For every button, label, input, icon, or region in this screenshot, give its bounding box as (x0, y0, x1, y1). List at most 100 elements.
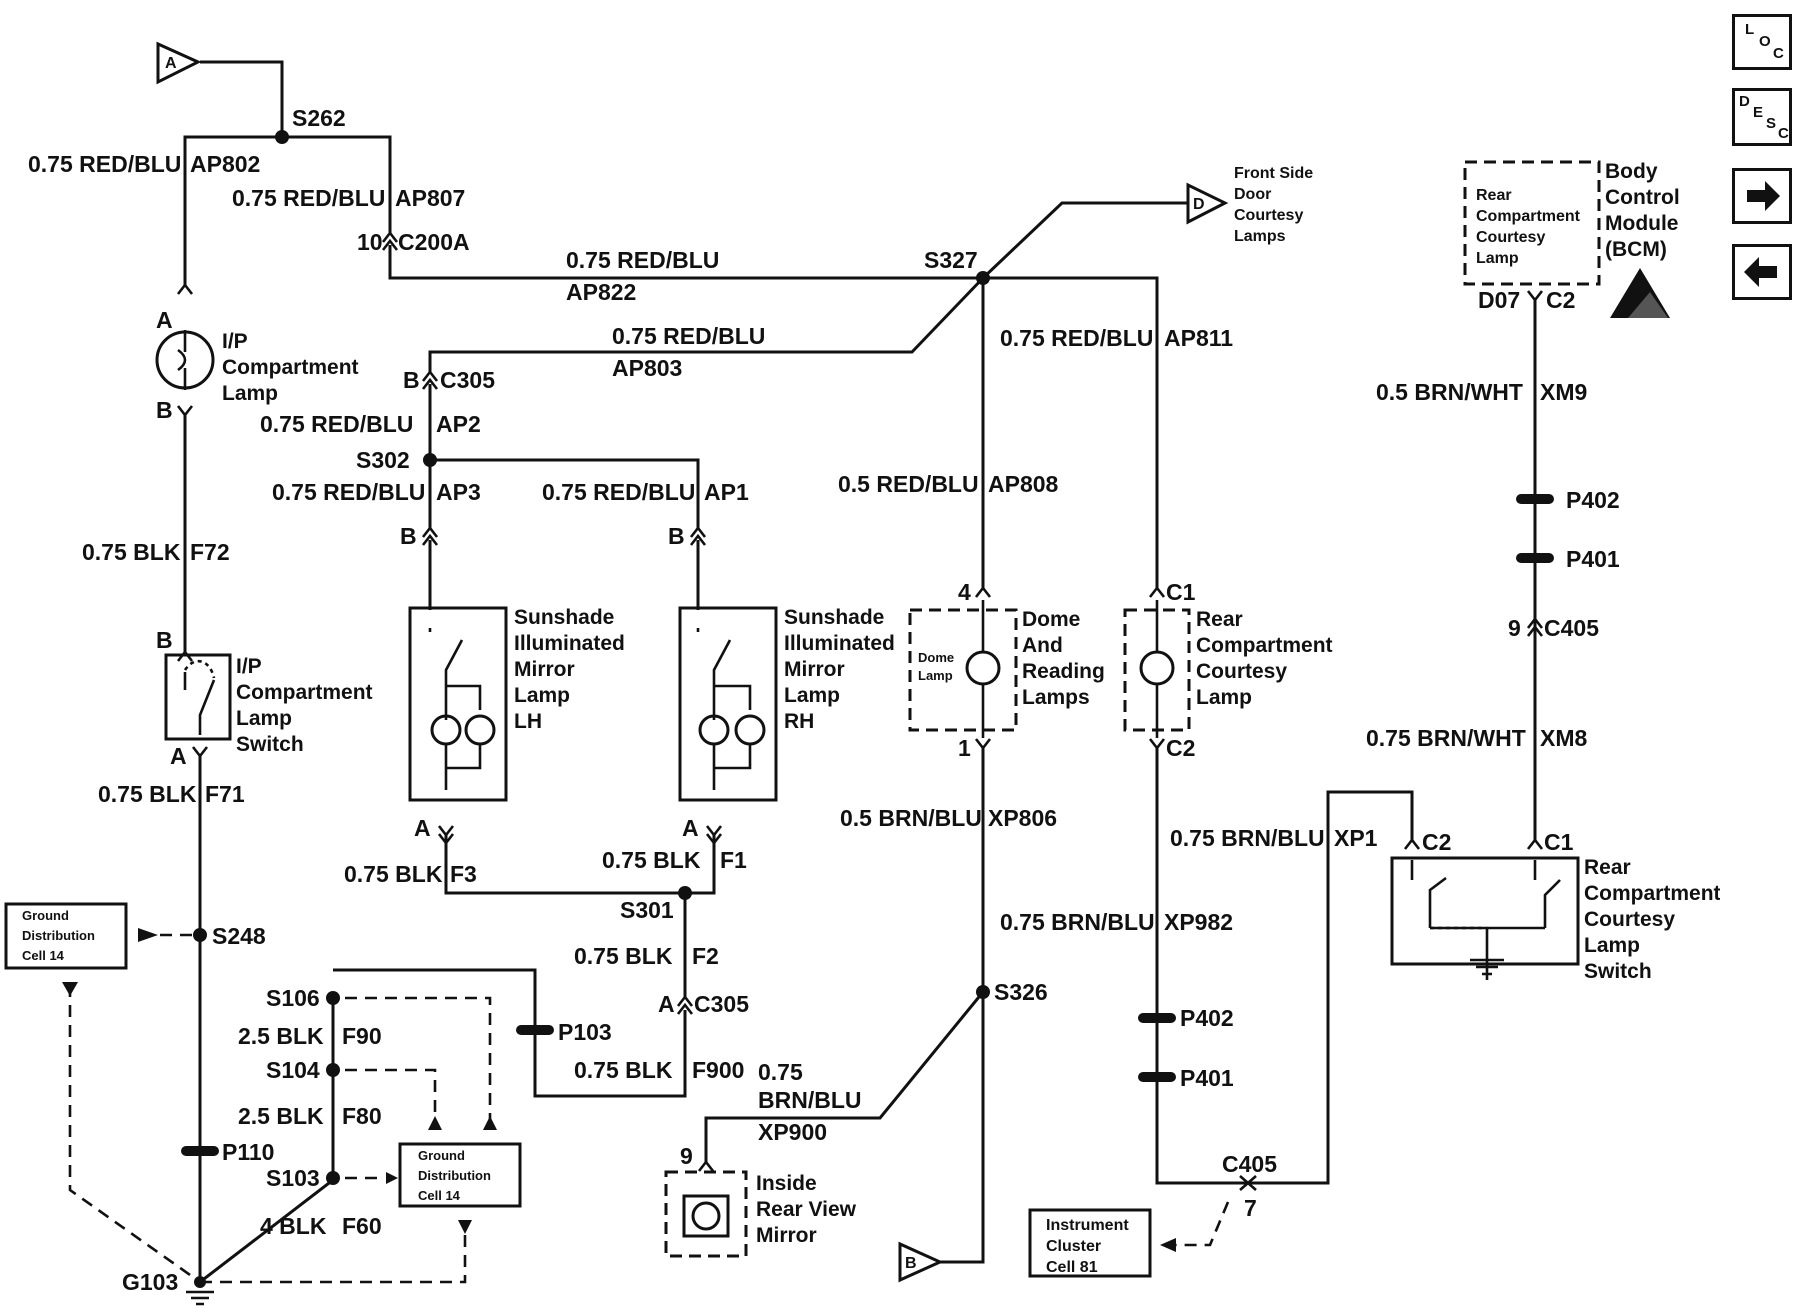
wire-ap1-gauge: 0.75 RED/BLU (542, 479, 695, 505)
splice-dot-s104 (326, 1063, 340, 1077)
rh-pin-a: A (682, 815, 699, 841)
wire-xm9-gauge: 0.5 BRN/WHT (1376, 379, 1523, 405)
ground-dist-2-label-2: Distribution (418, 1168, 491, 1183)
esd-warning-icon (1610, 268, 1670, 318)
splice-dot-s327 (976, 271, 990, 285)
c405-9-pin: 9 (1508, 615, 1521, 641)
ground-dist-1-label-1: Ground (22, 908, 69, 923)
ip-switch-label-4: Switch (236, 733, 304, 756)
dome-label-2: And (1022, 634, 1063, 657)
ip-switch-label-2: Compartment (236, 681, 373, 704)
wire-xp806-circuit: XP806 (988, 805, 1057, 831)
dome-pin-1: 1 (958, 735, 971, 761)
c405-7-name: C405 (1222, 1151, 1277, 1177)
wire-ap3-circuit: AP3 (436, 479, 481, 505)
wire-f60-circuit: F60 (342, 1213, 382, 1239)
wire-xp900-gauge-1: 0.75 (758, 1059, 803, 1085)
splice-dot-s248 (193, 928, 207, 942)
rear-lamp-pin-c2: C2 (1166, 735, 1195, 761)
rh-mirror-label-4: Lamp (784, 684, 840, 707)
dome-reading-lamps: Dome Lamp Dome And Reading Lamps (908, 600, 1105, 738)
wire-f900-gauge: 0.75 BLK (574, 1057, 673, 1083)
arrow-left-icon (1744, 257, 1777, 287)
arrow-right-icon (1747, 181, 1780, 211)
bcm-label-1: Body (1605, 160, 1658, 183)
connector-labels: 10 C200A B C305 A C305 9 C405 7 C405 P40… (156, 229, 1620, 1221)
wire-ap808-gauge: 0.5 RED/BLU (838, 471, 979, 497)
bcm-label-2: Control (1605, 186, 1680, 209)
rear-compartment-lamp: Rear Compartment Courtesy Lamp (1123, 600, 1333, 738)
loc-letter-1: L (1745, 21, 1755, 38)
bcm-d07: D07 (1478, 287, 1520, 313)
ground-dist-1-label-3: Cell 14 (22, 948, 65, 963)
c200a-pin: 10 (357, 229, 383, 255)
wire-xm8-gauge: 0.75 BRN/WHT (1366, 725, 1526, 751)
desc-button[interactable]: D E S C (1732, 88, 1792, 146)
wire-f71-circuit: F71 (205, 781, 245, 807)
ip-switch-pin-b: B (156, 627, 173, 653)
ref-flag-d-label: D (1193, 196, 1205, 213)
c305a-name: C305 (694, 991, 749, 1017)
ip-compartment-lamp: I/P Compartment Lamp (155, 330, 359, 405)
c305b-name: C305 (440, 367, 495, 393)
inline-connectors (181, 494, 1554, 1156)
rear-switch-label-3: Courtesy (1584, 908, 1675, 931)
wire-ap802-circuit: AP802 (190, 151, 260, 177)
rear-compartment-lamp-switch: Rear Compartment Courtesy Lamp Switch (1390, 856, 1720, 983)
bcm-inner-label-2: Compartment (1476, 208, 1581, 225)
next-page-button[interactable] (1732, 168, 1792, 224)
front-door-label-2: Door (1234, 186, 1271, 203)
wire-f1-gauge: 0.75 BLK (602, 847, 701, 873)
p402-left: P402 (1180, 1005, 1234, 1031)
desc-letter-4: C (1778, 125, 1789, 142)
wire-ap3-gauge: 0.75 RED/BLU (272, 479, 425, 505)
wire-f72-circuit: F72 (190, 539, 230, 565)
ip-lamp-label-3: Lamp (222, 382, 278, 405)
front-door-label-3: Courtesy (1234, 207, 1303, 224)
wire-f2-gauge: 0.75 BLK (574, 943, 673, 969)
mirror-label-1: Inside (756, 1172, 817, 1195)
lh-mirror-label-3: Mirror (514, 658, 575, 681)
splice-dot-s302 (423, 453, 437, 467)
ip-lamp-pin-b: B (156, 397, 173, 423)
loc-button[interactable]: L O C (1732, 14, 1792, 70)
dome-label-1: Dome (1022, 608, 1080, 631)
g103-label: G103 (122, 1269, 178, 1295)
rear-lamp-label-4: Lamp (1196, 686, 1252, 709)
ref-flag-b: B (898, 1241, 944, 1283)
instrument-cluster-label-2: Cluster (1046, 1238, 1101, 1255)
wire-xp1-gauge: 0.75 BRN/BLU (1170, 825, 1325, 851)
wire-ap807-gauge: 0.75 RED/BLU (232, 185, 385, 211)
s302-label: S302 (356, 447, 410, 473)
lh-mirror-label-2: Illuminated (514, 632, 625, 655)
g103-ground: G103 (122, 1269, 214, 1306)
s326-label: S326 (994, 979, 1048, 1005)
s104-label: S104 (266, 1057, 320, 1083)
s248-label: S248 (212, 923, 266, 949)
rh-mirror-label-3: Mirror (784, 658, 845, 681)
instrument-cluster-label-3: Cell 81 (1046, 1259, 1098, 1276)
switch-pin-c2: C2 (1422, 829, 1451, 855)
sunshade-mirror-lh: Sunshade Illuminated Mirror Lamp LH (408, 606, 625, 802)
splice-dot-s326 (976, 985, 990, 999)
prev-page-button[interactable] (1732, 244, 1792, 300)
rear-lamp-label-2: Compartment (1196, 634, 1333, 657)
splice-dot-s301 (678, 886, 692, 900)
wire-xp900-circuit: XP900 (758, 1119, 827, 1145)
c405-9-name: C405 (1544, 615, 1599, 641)
ref-flag-b-label: B (905, 1255, 917, 1272)
rear-switch-label-2: Compartment (1584, 882, 1720, 905)
wire-xp982-gauge: 0.75 BRN/BLU (1000, 909, 1155, 935)
wire-f90-circuit: F90 (342, 1023, 382, 1049)
bcm-label-4: (BCM) (1605, 238, 1667, 261)
rh-mirror-label-2: Illuminated (784, 632, 895, 655)
dome-label-4: Lamps (1022, 686, 1090, 709)
wire-ap807-circuit: AP807 (395, 185, 465, 211)
wire-f72-gauge: 0.75 BLK (82, 539, 181, 565)
p103-label: P103 (558, 1019, 612, 1045)
ip-compartment-lamp-switch: I/P Compartment Lamp Switch (164, 653, 373, 756)
bcm-label-3: Module (1605, 212, 1679, 235)
dome-inner-label-1: Dome (918, 650, 954, 665)
bcm-c2: C2 (1546, 287, 1575, 313)
p401-left: P401 (1180, 1065, 1234, 1091)
